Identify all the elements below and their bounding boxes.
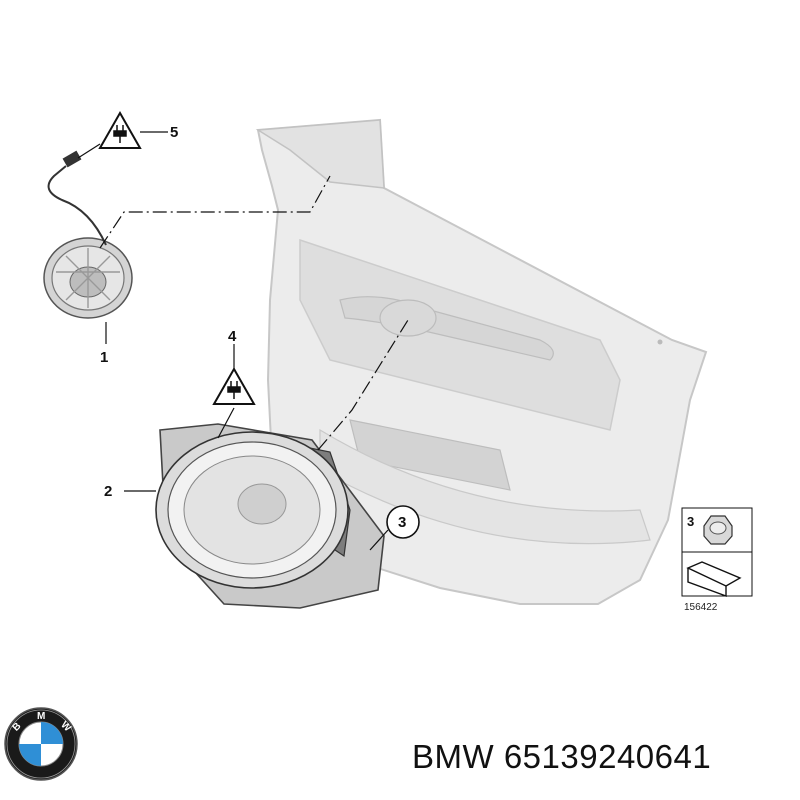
- callout-2: 2: [104, 483, 112, 500]
- arrow-icon: [686, 561, 742, 598]
- door-trim-panel: [255, 118, 708, 605]
- callout-5: 5: [170, 124, 178, 141]
- leader-5b: [77, 143, 101, 159]
- bmw-logo-letter: M: [37, 711, 45, 722]
- electrical-warning-icon: [98, 110, 142, 149]
- dashed-line-tweeter: [99, 175, 331, 249]
- bmw-logo-icon: B M W: [4, 707, 78, 781]
- part-caption: BMW 65139240641: [412, 738, 711, 776]
- leader-3: [369, 529, 389, 551]
- part-number: 65139240641: [503, 738, 712, 775]
- part-box-number: 3: [687, 514, 694, 529]
- callout-3-circle: 3: [386, 505, 420, 539]
- brand-name: BMW: [412, 738, 495, 775]
- callout-3: 3: [398, 514, 406, 531]
- nut-icon: [703, 515, 733, 545]
- leader-4b: [217, 407, 235, 439]
- tweeter-speaker: [43, 237, 133, 319]
- callout-1: 1: [100, 349, 108, 366]
- electrical-warning-icon: [212, 366, 256, 405]
- part-reference-box: 3 156422: [681, 507, 753, 613]
- callout-4: 4: [228, 328, 237, 345]
- part-box-code: 156422: [684, 602, 718, 613]
- tweeter-connector: [62, 150, 82, 168]
- midrange-speaker: [155, 423, 385, 609]
- dashed-line-speaker: [317, 319, 409, 451]
- tweeter-cable: [47, 165, 107, 246]
